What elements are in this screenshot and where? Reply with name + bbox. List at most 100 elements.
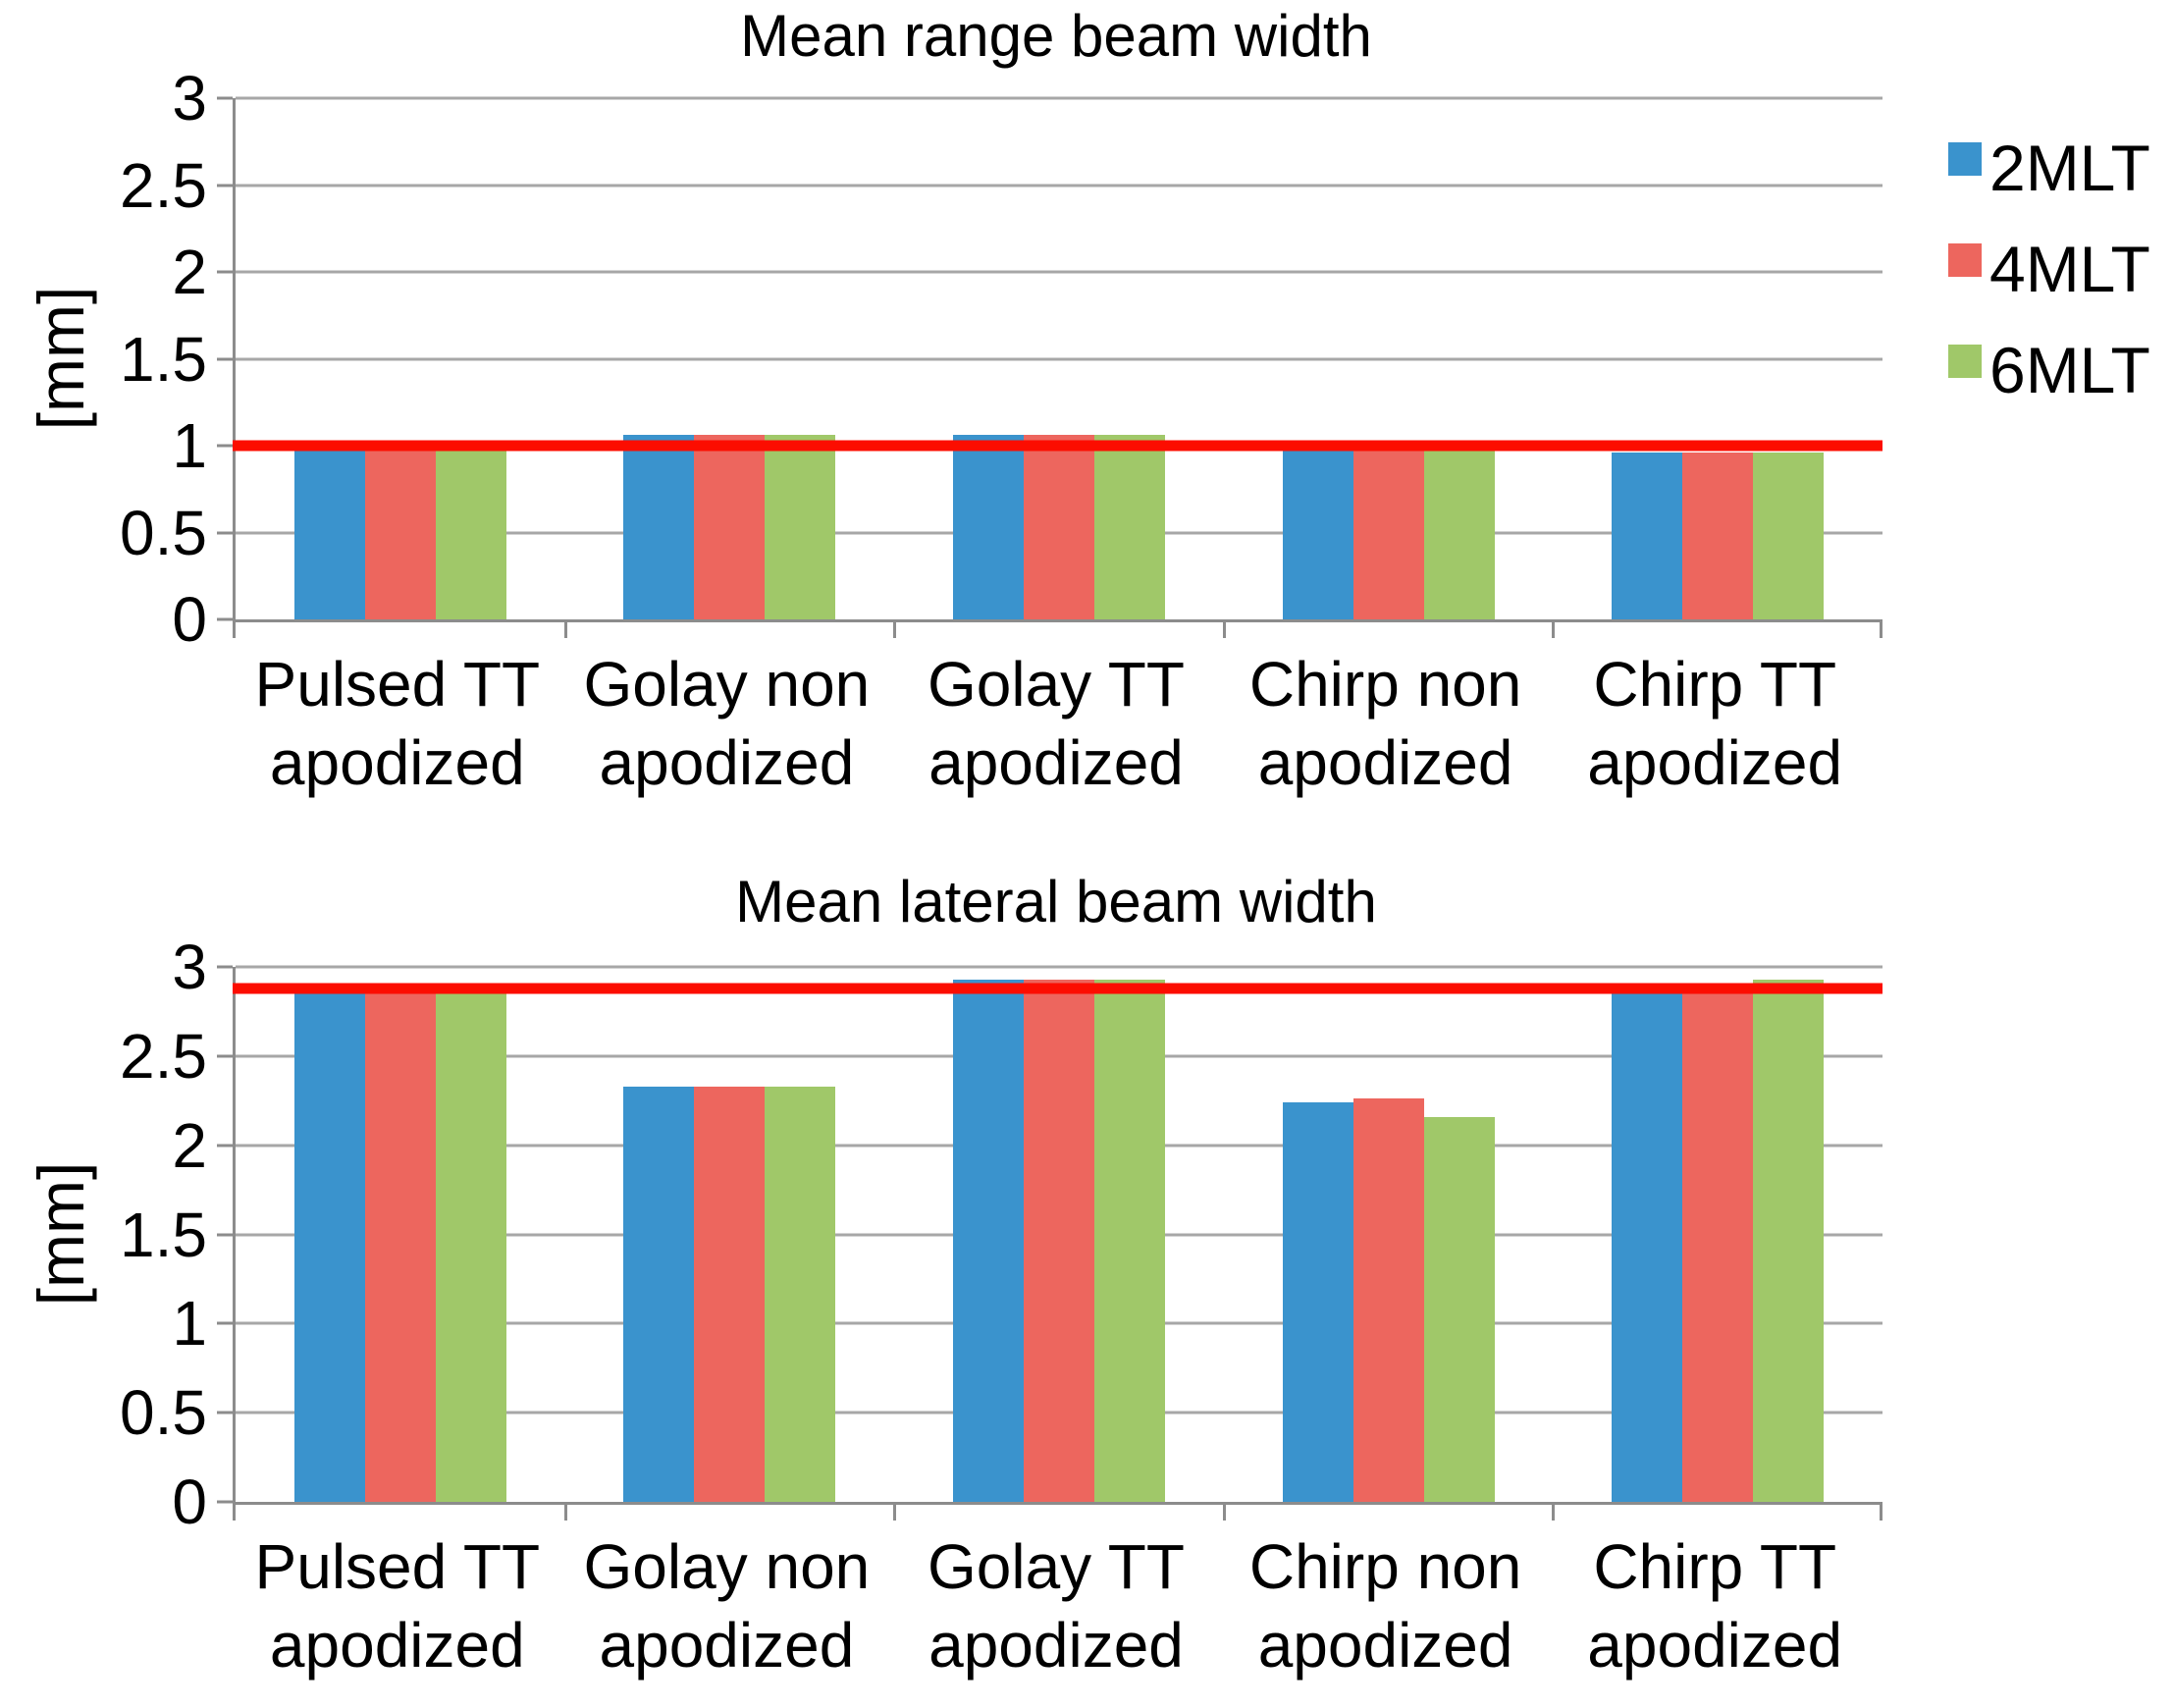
bar-2mlt bbox=[952, 435, 1024, 619]
category-label-line: Golay non bbox=[583, 1531, 871, 1602]
category-label-line: Pulsed TT bbox=[254, 649, 541, 720]
legend-item-4mlt: 4MLT bbox=[1948, 237, 2150, 301]
category-label-line: apodized bbox=[1257, 727, 1513, 798]
gridline bbox=[236, 184, 1882, 187]
plot-area bbox=[217, 96, 1882, 638]
category-label-line: apodized bbox=[269, 1610, 525, 1681]
reference-line bbox=[233, 440, 1882, 452]
category-label-line: apodized bbox=[1587, 727, 1843, 798]
x-tick-mark bbox=[1552, 619, 1556, 638]
bar-6mlt bbox=[1093, 979, 1165, 1502]
y-tick-mark bbox=[217, 531, 233, 534]
y-tick-mark bbox=[217, 1500, 233, 1504]
bar-2mlt bbox=[293, 993, 365, 1502]
bar-group-chirp-tt bbox=[1553, 98, 1882, 619]
bar-2mlt bbox=[623, 435, 695, 619]
bar-4mlt bbox=[694, 1086, 766, 1502]
x-tick-mark bbox=[1222, 1502, 1226, 1521]
legend-label-6mlt: 6MLT bbox=[1989, 334, 2150, 406]
bar-2mlt bbox=[1282, 1102, 1353, 1502]
gridline bbox=[236, 96, 1882, 100]
gridline bbox=[236, 270, 1882, 274]
bar-group-golay-tt bbox=[894, 98, 1224, 619]
y-tick-label: 1.5 bbox=[120, 1199, 207, 1270]
bar-2mlt bbox=[293, 451, 365, 619]
bar-6mlt bbox=[435, 993, 506, 1502]
bar-4mlt bbox=[1352, 1098, 1424, 1502]
x-tick-mark bbox=[1880, 619, 1882, 638]
bar-group-chirp-non bbox=[1224, 98, 1554, 619]
bar-2mlt bbox=[1612, 991, 1683, 1502]
x-tick-mark bbox=[563, 1502, 567, 1521]
bar-4mlt bbox=[1682, 991, 1754, 1502]
legend-label-2mlt: 2MLT bbox=[1989, 132, 2150, 204]
x-tick-mark bbox=[563, 619, 567, 638]
y-tick-mark bbox=[217, 1411, 233, 1414]
bar-6mlt bbox=[765, 1086, 836, 1502]
category-label-line: apodized bbox=[1257, 1610, 1513, 1681]
x-tick-mark bbox=[893, 1502, 897, 1521]
y-tick-label: 2.5 bbox=[120, 1020, 207, 1092]
x-tick-mark bbox=[1222, 619, 1226, 638]
bar-group-chirp-tt bbox=[1553, 967, 1882, 1502]
y-tick-mark bbox=[217, 444, 233, 448]
gridline bbox=[236, 357, 1882, 360]
legend-swatch-6mlt bbox=[1948, 345, 1982, 378]
y-tick-label: 2 bbox=[172, 1109, 207, 1181]
bar-6mlt bbox=[435, 451, 506, 619]
bar-6mlt bbox=[1753, 979, 1825, 1502]
x-tick-mark bbox=[233, 619, 236, 638]
y-tick-label: 1 bbox=[172, 1288, 207, 1360]
category-label: Golay TT apodized bbox=[891, 1527, 1221, 1684]
category-label-line: Chirp non bbox=[1248, 1531, 1522, 1602]
gridline bbox=[236, 965, 1882, 969]
bar-4mlt bbox=[364, 993, 436, 1502]
bar-6mlt bbox=[1093, 435, 1165, 619]
y-tick-label: 3 bbox=[172, 932, 207, 1002]
legend-item-2mlt: 2MLT bbox=[1948, 135, 2150, 200]
y-tick-mark bbox=[217, 184, 233, 187]
bar-group-golay-tt bbox=[894, 967, 1224, 1502]
chart-title: Mean lateral beam width bbox=[735, 869, 1377, 934]
category-label-line: apodized bbox=[928, 1610, 1184, 1681]
bar-2mlt bbox=[1282, 442, 1353, 619]
x-tick-mark bbox=[1880, 1502, 1882, 1521]
bar-2mlt bbox=[1612, 453, 1683, 619]
y-tick-mark bbox=[217, 1054, 233, 1058]
bar-4mlt bbox=[1682, 453, 1754, 619]
bar-4mlt bbox=[1352, 447, 1424, 619]
y-tick-mark bbox=[217, 270, 233, 274]
bar-4mlt bbox=[1023, 435, 1094, 619]
y-tick-label: 1 bbox=[172, 410, 207, 481]
plot-area bbox=[217, 965, 1882, 1521]
category-label-line: Chirp TT bbox=[1593, 649, 1837, 720]
category-label-line: apodized bbox=[928, 727, 1184, 798]
category-label-line: Golay TT bbox=[927, 1531, 1185, 1602]
bar-4mlt bbox=[364, 451, 436, 619]
reference-line bbox=[233, 983, 1882, 994]
x-tick-mark bbox=[1552, 1502, 1556, 1521]
bar-2mlt bbox=[623, 1086, 695, 1502]
bar-6mlt bbox=[765, 435, 836, 619]
y-tick-mark bbox=[217, 357, 233, 360]
bar-4mlt bbox=[1023, 979, 1094, 1502]
category-label-line: apodized bbox=[269, 727, 525, 798]
bar-4mlt bbox=[694, 435, 766, 619]
y-tick-label: 3 bbox=[172, 63, 207, 133]
y-tick-label: 2 bbox=[172, 237, 207, 307]
category-label-line: Golay TT bbox=[927, 649, 1185, 720]
bar-6mlt bbox=[1423, 442, 1495, 619]
y-tick-label: 1.5 bbox=[120, 323, 207, 395]
legend-item-6mlt: 6MLT bbox=[1948, 338, 2150, 402]
x-tick-mark bbox=[893, 619, 897, 638]
x-tick-mark bbox=[233, 1502, 236, 1521]
bar-group-pulsed-tt bbox=[236, 967, 565, 1502]
bar-group-golay-non bbox=[565, 98, 895, 619]
category-label-line: apodized bbox=[1587, 1610, 1843, 1681]
